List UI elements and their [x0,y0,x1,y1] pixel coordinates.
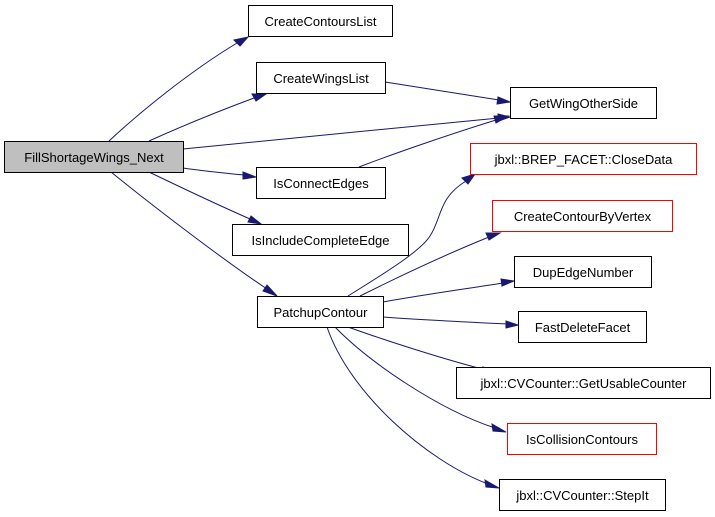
arrowhead-icon [491,423,507,433]
edge-fillshortagewings-next-to-isincludecompleteedge [148,171,263,225]
edge-line [334,326,496,429]
node-box[interactable] [507,423,657,455]
arrowhead-icon [500,278,516,287]
node-box[interactable] [470,143,697,175]
edge-patchupcontour-to-getusablecounter [347,326,498,375]
node-box[interactable] [4,141,184,173]
edge-line [148,97,255,142]
node-label: CreateWingsList [273,71,369,86]
edge-line [326,326,489,485]
edge-line [384,81,500,101]
edge-line [108,42,238,142]
node-label: IsIncludeCompleteEdge [251,233,389,248]
node-label: jbxl::CVCounter::StepIt [515,488,649,503]
arrowhead-icon [485,232,502,241]
node-label: jbxl::BREP_FACET::CloseData [494,152,674,167]
node-box[interactable] [518,311,647,343]
edge-fillshortagewings-next-to-patchupcontour [110,171,278,297]
node-isconnectedges[interactable]: IsConnectEdges [256,167,386,199]
arrowhead-icon [251,93,268,102]
arrowhead-icon [484,479,500,489]
node-box[interactable] [514,256,652,288]
node-fastdeletefacet[interactable]: FastDeleteFacet [518,311,647,343]
edge-createwingslist-to-getwingotherside [384,81,512,105]
edge-line [382,316,508,325]
node-label: jbxl::CVCounter::GetUsableCounter [480,376,688,391]
edge-patchupcontour-to-iscollisioncontours [334,326,507,433]
node-label: IsCollisionContours [526,432,638,447]
edge-fillshortagewings-next-to-isconnectedges [182,167,258,180]
node-label: GetWingOtherSide [529,96,638,111]
node-label: FastDeleteFacet [535,320,631,335]
node-getwingotherside[interactable]: GetWingOtherSide [510,87,657,119]
edge-line [182,117,500,150]
node-dupedgenumber[interactable]: DupEdgeNumber [514,256,652,288]
edge-line [148,171,251,220]
arrowhead-icon [242,171,258,180]
node-box[interactable] [232,224,409,256]
edge-line [347,180,467,297]
node-box[interactable] [510,87,657,119]
node-label: PatchupContour [274,305,369,320]
edge-isconnectedges-to-getwingotherside [358,115,510,168]
node-box[interactable] [257,296,384,328]
edges-layer [108,36,520,489]
node-box[interactable] [492,200,673,232]
node-createwingslist[interactable]: CreateWingsList [256,62,386,94]
node-patchupcontour[interactable]: PatchupContour [257,296,384,328]
edge-line [358,119,497,168]
node-getusablecounter[interactable]: jbxl::CVCounter::GetUsableCounter [456,367,711,399]
node-box[interactable] [256,62,386,94]
edge-line [359,236,490,297]
edge-line [347,326,487,371]
node-label: CreateContoursList [265,14,377,29]
arrowhead-icon [493,115,510,124]
arrowhead-icon [496,96,512,105]
edge-line [382,282,504,303]
node-stepit[interactable]: jbxl::CVCounter::StepIt [499,479,666,511]
node-label: DupEdgeNumber [533,265,634,280]
arrowhead-icon [247,215,263,225]
arrowhead-icon [505,320,520,329]
node-label: FillShortageWings_Next [24,150,164,165]
edge-patchupcontour-to-fastdeletefacet [382,316,520,329]
arrowhead-icon [262,284,278,297]
arrowhead-icon [461,173,477,185]
node-box[interactable] [499,479,666,511]
arrowhead-icon [232,36,250,47]
node-box[interactable] [256,167,386,199]
edge-patchupcontour-to-stepit [326,326,500,489]
edge-patchupcontour-to-createcontourbyvertex [359,232,502,297]
edge-fillshortagewings-next-to-createcontourslist [108,36,250,142]
node-box[interactable] [248,5,393,37]
node-box[interactable] [456,367,711,399]
nodes-layer: FillShortageWings_Next CreateContoursList… [4,5,711,511]
edge-line [110,171,268,290]
edge-fillshortagewings-next-to-createwingslist [148,93,268,142]
node-fillshortagewings-next[interactable]: FillShortageWings_Next [4,141,184,173]
node-createcontourslist[interactable]: CreateContoursList [248,5,393,37]
node-iscollisioncontours[interactable]: IsCollisionContours [507,423,657,455]
node-label: CreateContourByVertex [514,209,652,224]
node-label: IsConnectEdges [273,176,369,191]
node-isincludecompleteedge[interactable]: IsIncludeCompleteEdge [232,224,409,256]
edge-patchupcontour-to-dupedgenumber [382,278,516,303]
edge-line [182,167,245,176]
node-closedata[interactable]: jbxl::BREP_FACET::CloseData [470,143,697,175]
node-createcontourbyvertex[interactable]: CreateContourByVertex [492,200,673,232]
edge-patchupcontour-to-closedata [347,173,477,297]
